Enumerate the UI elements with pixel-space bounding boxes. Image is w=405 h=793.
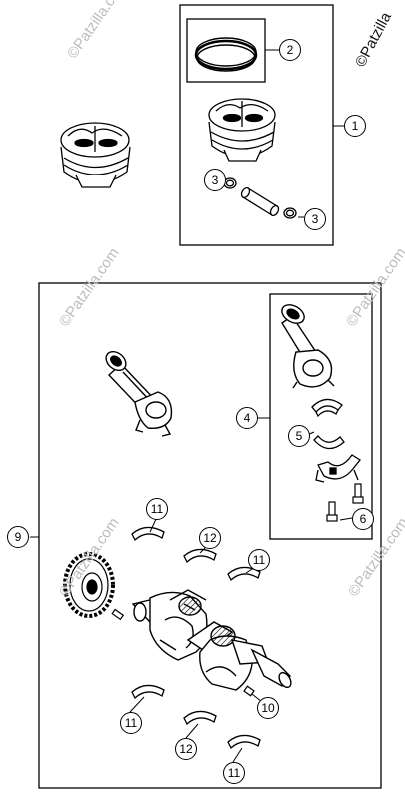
main-bearing-12-bottom xyxy=(183,710,217,726)
piston xyxy=(208,98,276,162)
conrod-cap xyxy=(315,454,361,483)
callout-1: 1 xyxy=(344,115,366,137)
timing-gear xyxy=(63,552,115,618)
connecting-rod xyxy=(281,304,335,389)
main-bearing-12-top xyxy=(183,548,217,564)
callout-10: 10 xyxy=(257,697,279,719)
callout-11-bottom-left: 11 xyxy=(120,712,142,734)
main-bearing-11-bottom-left xyxy=(131,684,165,700)
callout-3-right: 3 xyxy=(304,208,326,230)
wrist-pin xyxy=(240,187,280,216)
thrust-washer xyxy=(243,685,255,697)
crankshaft-group-box xyxy=(38,282,382,789)
main-bearing-11-top xyxy=(131,526,165,542)
callout-9: 9 xyxy=(7,526,29,548)
piston-group-box xyxy=(179,4,334,246)
main-bearing-11-bottom-right xyxy=(227,734,261,750)
callout-11-mid: 11 xyxy=(248,549,270,571)
leader-lines xyxy=(30,49,353,763)
piston-left xyxy=(60,122,131,188)
callout-3-left: 3 xyxy=(204,169,226,191)
crankshaft xyxy=(131,589,292,691)
callout-11-top: 11 xyxy=(146,498,168,520)
connecting-rod-left xyxy=(105,350,173,437)
callout-5: 5 xyxy=(288,425,310,447)
callout-6: 6 xyxy=(352,508,374,530)
callout-11-bottom-right: 11 xyxy=(223,762,245,784)
conrod-bearing-lower xyxy=(313,435,345,450)
conrod-bearing-upper xyxy=(311,398,343,418)
conrod-bolt-upper xyxy=(352,483,364,504)
callout-12-top: 12 xyxy=(199,527,221,549)
conrod-group-box xyxy=(269,293,373,540)
conrod-bolt-lower xyxy=(326,501,338,522)
callout-4: 4 xyxy=(236,407,258,429)
key-pin xyxy=(111,608,125,621)
main-bearing-11-mid xyxy=(227,566,261,582)
callout-2: 2 xyxy=(279,39,301,61)
piston-rings xyxy=(194,37,258,72)
circlip-right xyxy=(283,207,297,219)
callout-12-bottom: 12 xyxy=(175,738,197,760)
